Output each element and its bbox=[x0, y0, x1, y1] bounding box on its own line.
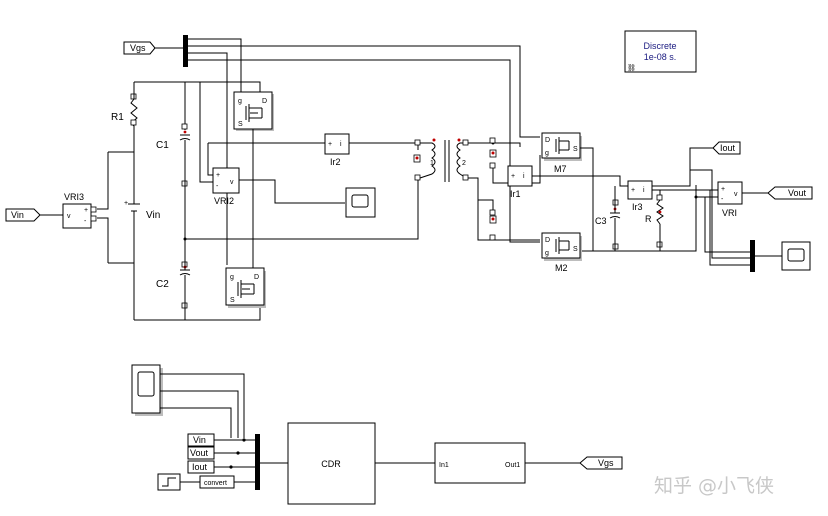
step-source[interactable] bbox=[157, 473, 181, 491]
ir3-current-measurement[interactable]: + i bbox=[627, 180, 653, 200]
transformer[interactable]: 1 2 bbox=[414, 138, 469, 183]
ir3-label: Ir3 bbox=[632, 202, 643, 212]
svg-text:Vgs: Vgs bbox=[130, 43, 146, 53]
svg-text:+: + bbox=[721, 186, 725, 193]
scope-3[interactable] bbox=[131, 364, 163, 416]
svg-text:S: S bbox=[573, 146, 578, 153]
svg-text:D: D bbox=[262, 98, 267, 105]
svg-text:+: + bbox=[216, 172, 220, 179]
solver-mode: Discrete bbox=[643, 41, 676, 51]
scope-1[interactable] bbox=[345, 187, 376, 218]
transformer-ground-mark-left bbox=[413, 154, 421, 163]
ir1-current-measurement[interactable]: + i bbox=[507, 165, 533, 187]
vgs-goto-tag[interactable]: Vgs bbox=[579, 456, 623, 470]
svg-text:Vin: Vin bbox=[11, 210, 24, 220]
svg-text:-: - bbox=[84, 218, 87, 225]
vgs-from-tag[interactable]: Vgs bbox=[123, 41, 156, 55]
svg-text:2: 2 bbox=[462, 160, 466, 167]
svg-text:S: S bbox=[230, 297, 235, 304]
watermark: 知乎 @小飞侠 bbox=[654, 475, 774, 497]
c3-label: C3 bbox=[595, 216, 607, 226]
svg-text:i: i bbox=[523, 173, 525, 180]
cdr-subsystem[interactable]: CDR bbox=[287, 422, 376, 505]
svg-text:+: + bbox=[124, 200, 128, 207]
svg-text:Iout: Iout bbox=[720, 143, 736, 153]
svg-text:convert: convert bbox=[204, 480, 227, 487]
c1-label: C1 bbox=[156, 140, 169, 151]
svg-text:g: g bbox=[545, 250, 549, 257]
vri-measurement[interactable]: + - v bbox=[717, 181, 743, 205]
svg-text:v: v bbox=[734, 191, 738, 198]
scope-2[interactable] bbox=[781, 241, 811, 271]
vri-label: VRI bbox=[722, 208, 737, 218]
svg-text:Vout: Vout bbox=[190, 448, 209, 458]
svg-text:Out1: Out1 bbox=[505, 462, 520, 469]
ir1-label: Ir1 bbox=[510, 189, 521, 199]
svg-text:S: S bbox=[573, 246, 578, 253]
svg-text:+: + bbox=[631, 187, 635, 194]
svg-text:v: v bbox=[67, 213, 71, 220]
svg-text:S: S bbox=[238, 121, 243, 128]
mosfet-m2[interactable]: D g S bbox=[541, 232, 582, 261]
controller-subsystem[interactable]: In1 Out1 bbox=[434, 442, 526, 484]
mosfet-upper-left[interactable]: g S D bbox=[233, 91, 274, 131]
svg-text:Vout: Vout bbox=[788, 188, 807, 198]
iout-goto-tag[interactable]: Iout bbox=[712, 141, 741, 155]
vri3-label: VRI3 bbox=[64, 192, 84, 202]
svg-text:g: g bbox=[545, 150, 549, 157]
svg-text:-: - bbox=[216, 183, 219, 190]
iout-from-tag[interactable]: Iout bbox=[187, 460, 215, 474]
resistor-r1[interactable] bbox=[130, 82, 138, 152]
vin-goto-tag[interactable]: Vin bbox=[5, 208, 41, 222]
dc-source-vin[interactable]: + bbox=[124, 200, 140, 212]
vin-source-label: Vin bbox=[146, 210, 160, 221]
svg-text:i: i bbox=[643, 187, 645, 194]
ir2-current-measurement[interactable]: + i bbox=[324, 133, 350, 155]
vgs-demux-bus[interactable] bbox=[183, 35, 188, 67]
svg-text:Iout: Iout bbox=[192, 462, 208, 472]
svg-text:+: + bbox=[84, 207, 88, 214]
m7-label: M7 bbox=[554, 164, 567, 174]
mosfet-m7[interactable]: D g S bbox=[541, 132, 582, 161]
rectifier-branch-lower[interactable] bbox=[489, 209, 497, 241]
output-mux-bus[interactable] bbox=[750, 240, 755, 272]
svg-text:-: - bbox=[721, 196, 724, 203]
svg-text:CDR: CDR bbox=[321, 459, 341, 469]
vri2-measurement[interactable]: + - v bbox=[212, 167, 240, 194]
svg-text:Vin: Vin bbox=[193, 435, 206, 445]
svg-text:+: + bbox=[511, 173, 515, 180]
rectifier-branch-upper[interactable] bbox=[489, 137, 497, 169]
svg-text:D: D bbox=[545, 237, 550, 244]
vout-from-tag[interactable]: Vout bbox=[187, 446, 215, 460]
svg-text:D: D bbox=[254, 274, 259, 281]
link-icon: ⛓ bbox=[627, 64, 636, 72]
svg-text:g: g bbox=[230, 274, 234, 281]
svg-text:v: v bbox=[230, 179, 234, 186]
convert-block[interactable]: convert bbox=[199, 475, 235, 489]
vout-goto-tag[interactable]: Vout bbox=[767, 186, 813, 200]
r1-label: R1 bbox=[111, 112, 124, 123]
svg-text:D: D bbox=[545, 137, 550, 144]
svg-text:1: 1 bbox=[430, 160, 434, 167]
vri2-label: VRI2 bbox=[214, 196, 234, 206]
vin-from-tag[interactable]: Vin bbox=[187, 433, 215, 447]
powergui-solver-block[interactable]: Discrete 1e-08 s. ⛓ bbox=[624, 30, 697, 73]
vri3-measurement[interactable]: v + - bbox=[62, 203, 97, 229]
svg-text:g: g bbox=[238, 98, 242, 105]
control-mux-bus[interactable] bbox=[255, 434, 260, 490]
m2-label: M2 bbox=[555, 263, 568, 273]
solver-step: 1e-08 s. bbox=[644, 52, 677, 62]
svg-text:Vgs: Vgs bbox=[598, 458, 614, 468]
svg-text:In1: In1 bbox=[439, 462, 449, 469]
r-label: R bbox=[645, 214, 652, 224]
mosfet-lower-left[interactable]: g S D bbox=[225, 267, 266, 308]
c2-label: C2 bbox=[156, 279, 169, 290]
ir2-label: Ir2 bbox=[330, 157, 341, 167]
svg-text:+: + bbox=[328, 141, 332, 148]
svg-text:i: i bbox=[340, 141, 342, 148]
